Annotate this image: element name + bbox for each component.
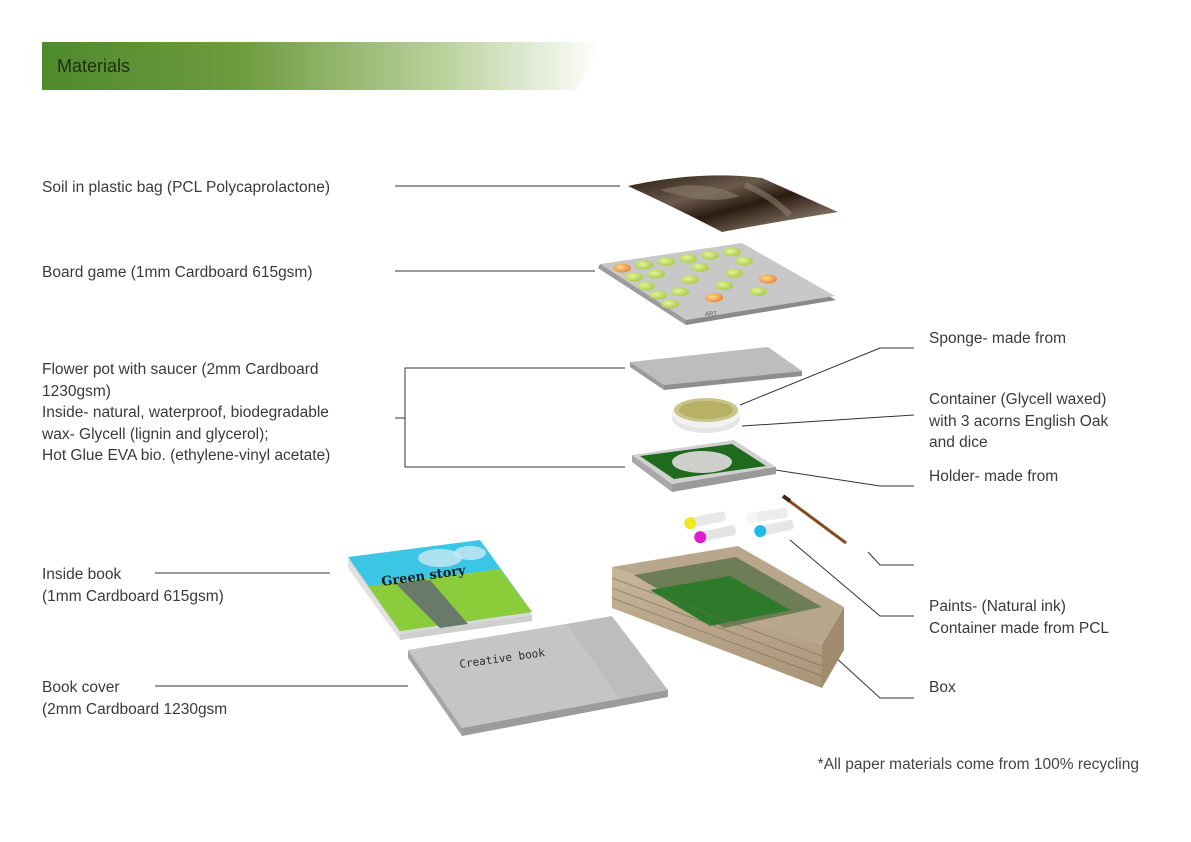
leader-box <box>821 644 914 699</box>
paint-tubes <box>684 507 794 544</box>
board-game-dot <box>661 299 679 309</box>
leader-container <box>741 414 915 427</box>
board-game-dot <box>749 286 767 296</box>
label-sponge: Sponge- made from <box>929 328 1066 350</box>
label-soil: Soil in plastic bag (PCL Polycaprolacton… <box>42 177 330 199</box>
flower-pot-plate <box>630 347 802 390</box>
label-line: with 3 acorns English Oak <box>929 412 1109 430</box>
label-line: Container (Glycell waxed) <box>929 391 1107 408</box>
label-line: and dice <box>929 434 988 451</box>
label-holder: Holder- made from <box>929 466 1058 488</box>
label-line: Inside- natural, waterproof, biodegradab… <box>42 404 329 421</box>
label-line: Board game (1mm Cardboard 615gsm) <box>42 264 313 281</box>
label-line: (2mm Cardboard 1230gsm <box>42 700 228 718</box>
board-game-dot <box>671 287 689 297</box>
board-game-dot <box>681 275 699 285</box>
label-flower-pot: Flower pot with saucer (2mm Cardboard 12… <box>42 359 330 467</box>
label-line: Container made from PCL <box>929 619 1110 637</box>
board-game-dot <box>759 274 777 284</box>
label-container: Container (Glycell waxed) with 3 acorns … <box>929 389 1108 454</box>
board-game-dot <box>625 272 643 282</box>
sponge-container <box>672 398 740 433</box>
board-game-label: ART <box>705 312 717 318</box>
board-game-dot <box>647 269 665 279</box>
section-header-bar: Materials <box>42 42 602 90</box>
label-line: Soil in plastic bag (PCL Polycaprolacton… <box>42 179 331 196</box>
footnote: *All paper materials come from 100% recy… <box>817 756 1139 773</box>
soil-bag <box>628 175 838 232</box>
leader-sponge <box>739 347 914 406</box>
leader-holder <box>761 467 914 487</box>
label-book-cover: Book cover (2mm Cardboard 1230gsm <box>42 677 227 720</box>
label-line: 1230gsm) <box>42 382 111 400</box>
board-game-dot <box>725 268 743 278</box>
box <box>611 546 844 688</box>
leader-lines <box>155 185 915 699</box>
label-board-game: Board game (1mm Cardboard 615gsm) <box>42 262 313 284</box>
label-line: Paints- (Natural ink) <box>929 598 1066 615</box>
board-game-dot <box>723 247 741 257</box>
label-line: Holder- made from <box>929 468 1059 485</box>
label-box: Box <box>929 677 956 699</box>
inside-book: Green story <box>348 540 532 640</box>
board-game-dot <box>701 250 719 260</box>
label-line: Flower pot with saucer (2mm Cardboard <box>42 361 319 378</box>
label-paints: Paints- (Natural ink) Container made fro… <box>929 596 1109 639</box>
board-game-dot <box>735 256 753 266</box>
holder <box>632 440 776 492</box>
section-title: Materials <box>57 56 131 76</box>
board-game-dot <box>691 262 709 272</box>
label-line: Box <box>929 679 956 696</box>
board-game-dot <box>613 263 631 273</box>
leader-brush <box>867 551 914 566</box>
leader-paints <box>789 539 914 617</box>
board-game-dot <box>715 280 733 290</box>
label-line: wax- Glycell (lignin and glycerol); <box>42 425 269 443</box>
label-line: Inside book <box>42 566 122 583</box>
label-line: Hot Glue EVA bio. (ethylene-vinyl acetat… <box>42 447 331 464</box>
label-line: (1mm Cardboard 615gsm) <box>42 587 224 605</box>
board-game-dot <box>705 293 723 303</box>
label-line: Sponge- made from <box>929 330 1066 347</box>
label-inside-book: Inside book (1mm Cardboard 615gsm) <box>42 564 224 607</box>
book-cover: Creative book <box>408 616 668 736</box>
board-game-dot <box>649 290 667 300</box>
board-game: ART <box>598 243 836 325</box>
board-game-dot <box>679 253 697 263</box>
leader-flower-pot-bracket <box>404 367 625 468</box>
board-game-dot <box>637 281 655 291</box>
board-game-dot <box>635 260 653 270</box>
board-game-dot <box>657 257 675 267</box>
label-line: Book cover <box>42 679 120 696</box>
paint-brush <box>781 494 847 545</box>
